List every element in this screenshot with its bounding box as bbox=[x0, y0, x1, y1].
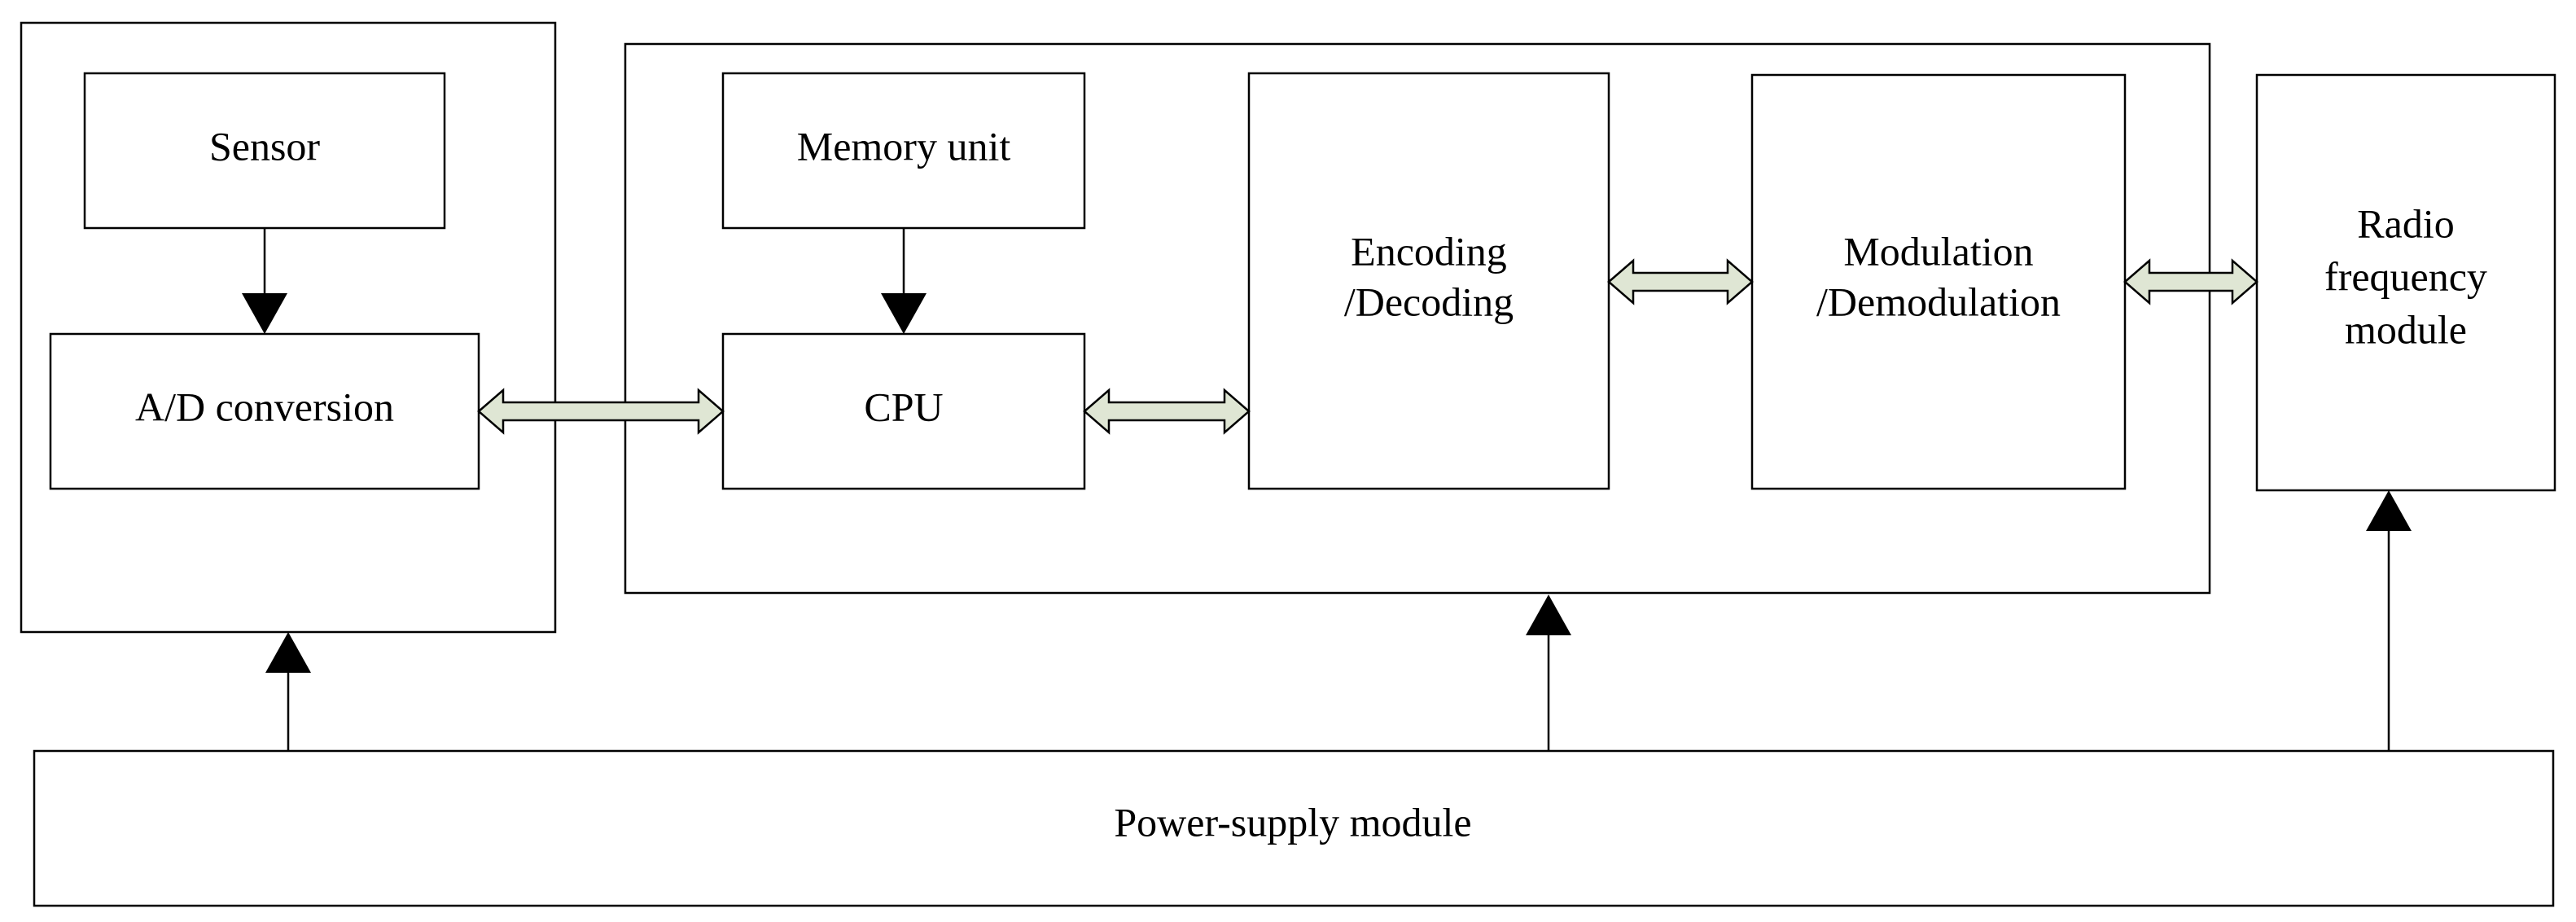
ad-conversion-block: A/D conversion bbox=[49, 332, 480, 490]
cpu-label: CPU bbox=[864, 384, 943, 429]
encoding-decoding-block: Encoding /Decoding bbox=[1247, 72, 1610, 490]
power-to-radio-module-arrow bbox=[2366, 490, 2412, 751]
ad-cpu-double-arrow bbox=[477, 388, 725, 435]
power-to-sensing-unit-arrow bbox=[265, 632, 311, 751]
modulation-label-line1: Modulation bbox=[1843, 228, 2033, 274]
radio-label-line3: module bbox=[2345, 306, 2467, 352]
sensor-label: Sensor bbox=[209, 123, 320, 169]
memory-unit-block: Memory unit bbox=[721, 72, 1086, 230]
modulation-label-line2: /Demodulation bbox=[1816, 279, 2061, 324]
cpu-encoding-double-arrow bbox=[1083, 388, 1251, 435]
sensor-block: Sensor bbox=[83, 72, 446, 230]
encoding-modulation-double-arrow bbox=[1607, 258, 1754, 305]
memory-to-cpu-arrow bbox=[881, 228, 927, 334]
encoding-label-line1: Encoding bbox=[1351, 228, 1507, 274]
ad-conversion-label: A/D conversion bbox=[135, 384, 394, 429]
sensor-to-ad-arrow bbox=[242, 228, 287, 334]
modulation-radio-double-arrow bbox=[2123, 258, 2258, 305]
encoding-label-line2: /Decoding bbox=[1344, 279, 1514, 324]
processing-unit-container bbox=[624, 42, 2211, 595]
radio-label-line1: Radio bbox=[2357, 200, 2454, 246]
cpu-block: CPU bbox=[721, 332, 1086, 490]
power-supply-label: Power-supply module bbox=[1114, 799, 1471, 845]
memory-unit-label: Memory unit bbox=[797, 123, 1011, 169]
power-to-processing-unit-arrow bbox=[1526, 595, 1571, 751]
modulation-demodulation-block: Modulation /Demodulation bbox=[1750, 73, 2127, 490]
radio-label-line2: frequency bbox=[2324, 253, 2487, 299]
radio-frequency-module-block: Radio frequency module bbox=[2255, 73, 2556, 492]
power-supply-module-block: Power-supply module bbox=[33, 749, 2555, 907]
